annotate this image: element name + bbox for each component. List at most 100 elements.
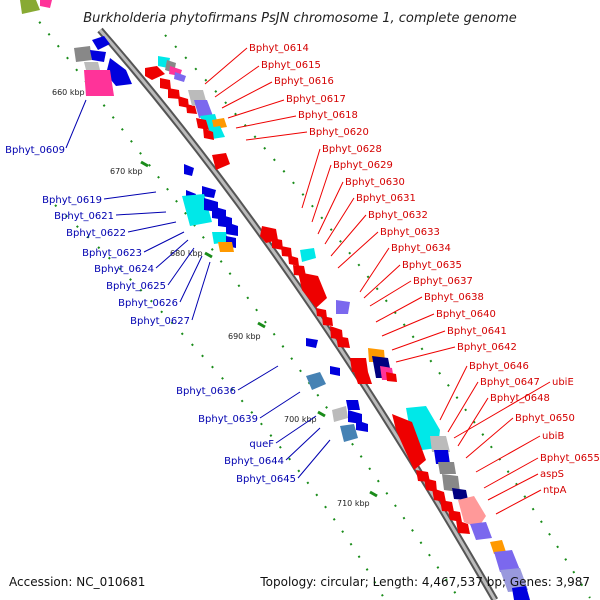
gene-feature [40, 0, 52, 8]
gene-label: Bphyt_0655 [540, 453, 600, 464]
callouts-left [65, 99, 331, 479]
gene-feature [306, 338, 318, 348]
gene-feature [306, 372, 326, 390]
tick-label: 710 kbp [337, 499, 370, 508]
gene-label: Bphyt_0620 [309, 127, 369, 138]
genes-left [20, 0, 368, 442]
gene-feature [322, 316, 333, 326]
gene-label: Bphyt_0633 [380, 227, 440, 238]
gene-label: Bphyt_0630 [345, 177, 405, 188]
gene-feature [203, 128, 214, 140]
gene-feature [212, 118, 227, 129]
gene-feature [196, 118, 209, 130]
gene-feature [20, 0, 40, 14]
gene-feature [392, 414, 426, 470]
gene-feature [432, 488, 446, 502]
gene-label: Bphyt_0625 [106, 281, 166, 292]
gene-label: ubiB [542, 431, 564, 442]
callouts-right [204, 47, 551, 515]
gene-label: Bphyt_0644 [224, 456, 284, 467]
gene-feature [212, 232, 228, 244]
gene-feature [298, 272, 327, 308]
gene-feature [452, 488, 468, 500]
gene-label: Bphyt_0617 [286, 94, 346, 105]
gene-label: Bphyt_0629 [333, 160, 393, 171]
tick-label: 700 kbp [284, 415, 317, 424]
gene-feature [74, 46, 92, 62]
gene-label: Bphyt_0628 [322, 144, 382, 155]
gene-feature [218, 242, 234, 252]
gene-feature [202, 186, 216, 198]
genes-right [145, 56, 530, 600]
gene-feature [456, 520, 470, 534]
gene-label: Bphyt_0647 [480, 377, 540, 388]
gene-label: Bphyt_0618 [298, 110, 358, 121]
gene-feature [350, 358, 368, 372]
gene-label: Bphyt_0640 [436, 309, 496, 320]
gene-label: Bphyt_0626 [118, 298, 178, 309]
gene-label: Bphyt_0632 [368, 210, 428, 221]
gene-feature [186, 104, 197, 114]
gene-label: Bphyt_0646 [469, 361, 529, 372]
gene-feature [430, 436, 450, 452]
gene-label: Bphyt_0636 [176, 386, 236, 397]
gene-feature [336, 300, 350, 314]
gene-feature [212, 153, 230, 170]
gene-feature [145, 66, 165, 80]
accession-text: Accession: NC_010681 [9, 575, 145, 589]
gene-label: Bphyt_0634 [391, 243, 451, 254]
gene-label: Bphyt_0623 [82, 248, 142, 259]
gene-feature [92, 36, 110, 50]
gene-label: Bphyt_0622 [66, 228, 126, 239]
gene-feature [194, 100, 213, 118]
gene-label: Bphyt_0609 [5, 145, 65, 156]
gene-feature [330, 326, 343, 340]
gene-feature [332, 406, 348, 422]
gene-label: ubiE [552, 377, 574, 388]
gene-feature [316, 308, 327, 318]
gene-label: queF [249, 439, 274, 450]
gene-feature [440, 500, 454, 512]
gene-feature [494, 550, 520, 572]
genome-summary: Topology: circular; Length: 4,467,537 bp… [259, 575, 590, 589]
tick-label: 660 kbp [52, 88, 85, 97]
gene-feature [346, 400, 360, 410]
gene-feature [106, 58, 132, 86]
gene-feature [288, 255, 299, 266]
gene-label: aspS [540, 469, 564, 480]
tick-label: 670 kbp [110, 167, 143, 176]
gene-feature [490, 540, 506, 554]
labels-left: Bphyt_0609 Bphyt_0619 Bphyt_0621 Bphyt_0… [5, 145, 296, 485]
gene-label: ntpA [543, 485, 567, 496]
gene-feature [336, 336, 350, 348]
gene-feature [438, 462, 456, 474]
gene-feature [168, 88, 180, 99]
gene-label: Bphyt_0639 [198, 414, 258, 425]
gene-label: Bphyt_0635 [402, 260, 462, 271]
gene-feature [330, 366, 340, 376]
labels-right: Bphyt_0614 Bphyt_0615 Bphyt_0616 Bphyt_0… [249, 43, 600, 496]
gene-label: Bphyt_0614 [249, 43, 309, 54]
gene-label: Bphyt_0638 [424, 292, 484, 303]
gene-feature [424, 478, 437, 492]
gene-feature [272, 238, 283, 250]
gene-feature [512, 586, 530, 600]
gene-label: Bphyt_0642 [457, 342, 517, 353]
gene-feature [84, 62, 100, 70]
gene-label: Bphyt_0637 [413, 276, 473, 287]
gene-label: Bphyt_0615 [261, 60, 321, 71]
guide-lines [29, 9, 591, 600]
gene-feature [500, 568, 528, 592]
gene-feature [281, 246, 292, 257]
gene-feature [174, 72, 186, 82]
gene-feature [300, 248, 316, 262]
gene-feature [448, 510, 462, 522]
gene-label: Bphyt_0621 [54, 211, 114, 222]
gene-label: Bphyt_0650 [515, 413, 575, 424]
gene-feature [226, 222, 238, 236]
gene-label: Bphyt_0624 [94, 264, 154, 275]
tick-label: 690 kbp [228, 332, 261, 341]
gene-feature [340, 424, 358, 442]
gene-feature [434, 450, 450, 464]
